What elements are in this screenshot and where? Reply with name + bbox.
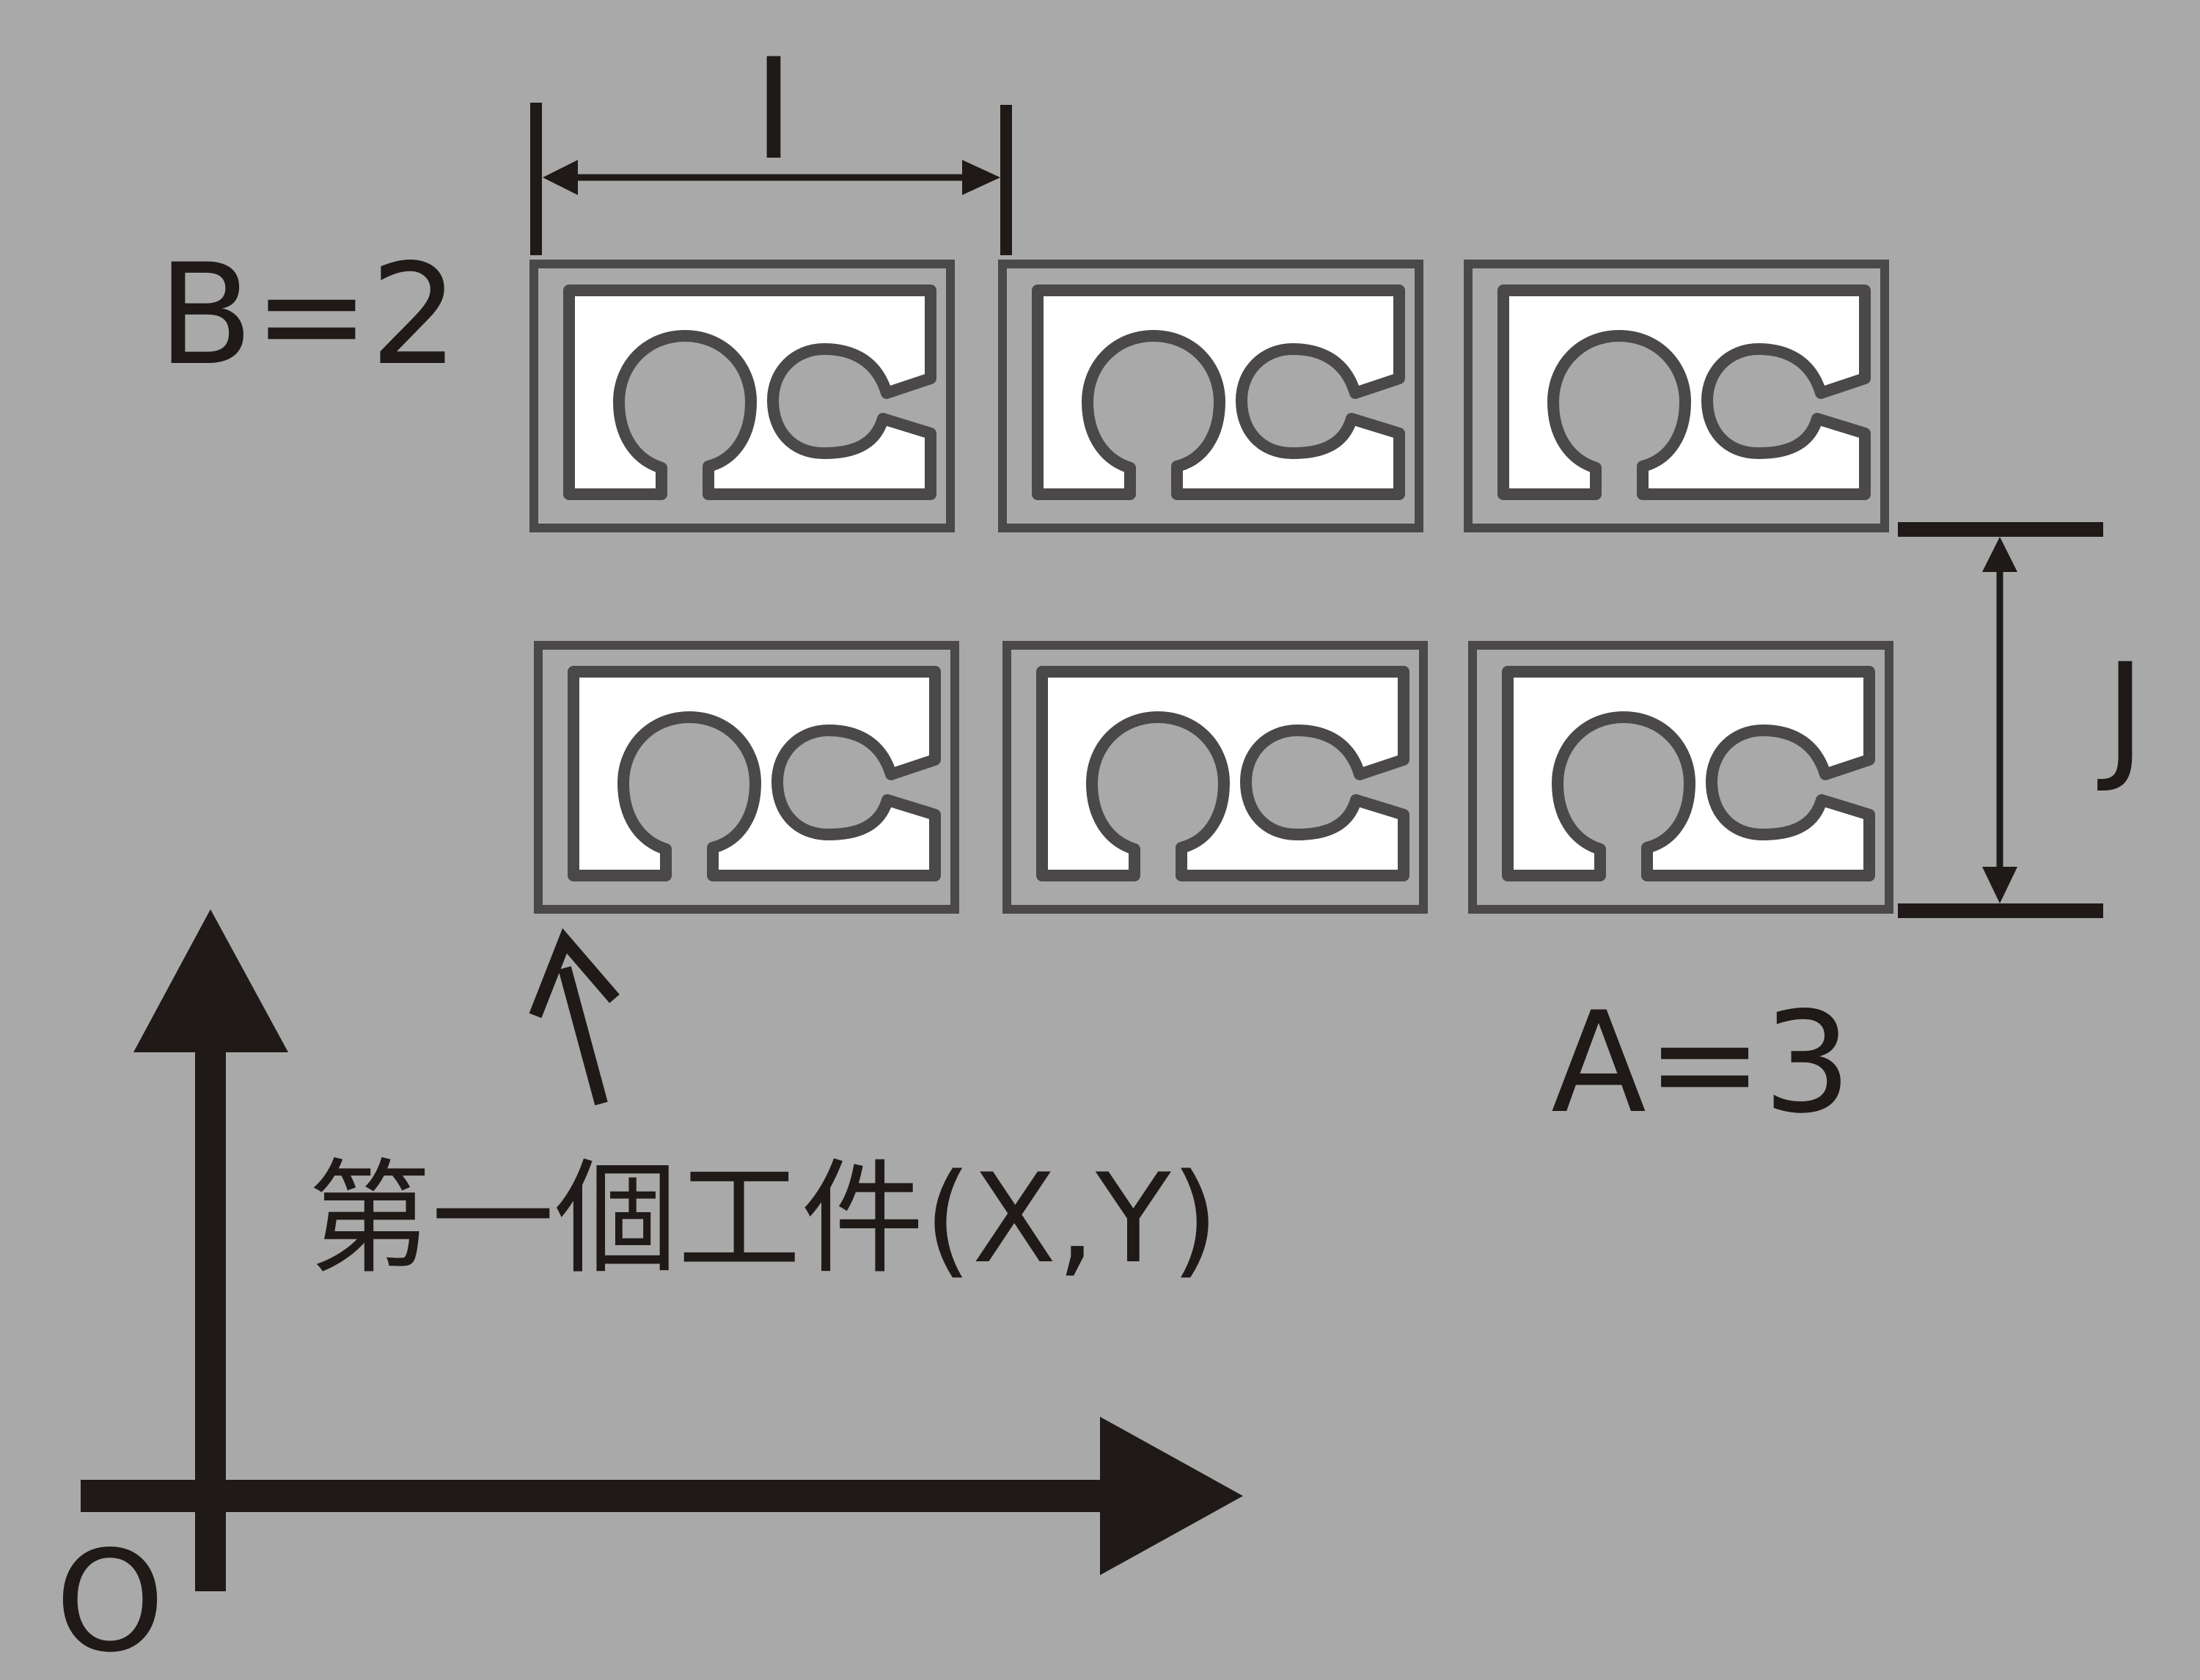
workpiece-r1-c2 (1002, 264, 1419, 528)
label-j: J (2097, 634, 2146, 796)
workpiece-r1-c3 (1468, 264, 1885, 528)
label-first-workpiece: 第一個工件(X,Y) (308, 1147, 1219, 1291)
label-i: I (753, 29, 794, 191)
label-cols-count: A=3 (1551, 982, 1852, 1144)
workpiece-r1-c1 (534, 264, 950, 528)
dimension-i: I (530, 29, 1012, 255)
workpiece-r2-c3 (1473, 645, 1889, 909)
first-workpiece-pointer (529, 928, 620, 1106)
workpiece-r2-c1 (538, 645, 955, 909)
dimension-j: J (1898, 522, 2146, 918)
label-origin: O (55, 1521, 165, 1680)
label-rows-count: B=2 (158, 234, 458, 396)
workpiece-r2-c2 (1007, 645, 1423, 909)
x-axis-arrow (81, 1417, 1243, 1575)
